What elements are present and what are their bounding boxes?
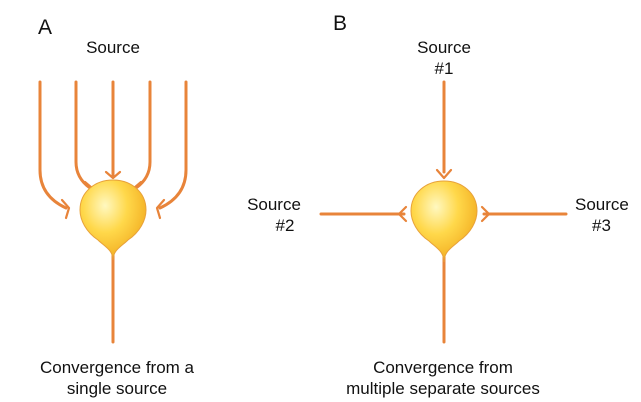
axon-inner-right — [134, 80, 152, 190]
terminal-source1 — [435, 168, 453, 180]
axon-inner-left — [74, 80, 92, 190]
panel-b-caption-line2: multiple separate sources — [346, 379, 540, 398]
panel-a-neuron-cell-body — [79, 179, 147, 261]
panel-b-neuron-cell-body — [410, 180, 478, 263]
panel-a-caption-line1: Convergence from a — [40, 358, 195, 377]
panel-b-letter: B — [333, 12, 347, 35]
terminal-source2 — [397, 205, 408, 223]
axon-outer-right — [158, 80, 188, 210]
panel-b-source2-line2: #2 — [276, 216, 295, 235]
axon-outer-left — [38, 80, 68, 210]
terminal-center — [104, 170, 122, 180]
terminal-outer-left — [60, 198, 71, 220]
panel-b: B Source #1 Source #2 Source #3 Converge… — [247, 12, 629, 398]
panel-b-source3-line1: Source — [575, 195, 629, 214]
panel-b-source3-line2: #3 — [592, 216, 611, 235]
panel-a-axons — [38, 80, 188, 210]
panel-a-letter: A — [38, 16, 52, 39]
panel-a: A Source Convergence from a single sourc… — [38, 16, 195, 398]
panel-b-source1-line2: #1 — [435, 59, 454, 78]
panel-a-caption-line2: single source — [67, 379, 167, 398]
panel-b-caption-line1: Convergence from — [373, 358, 513, 377]
panel-a-source-label: Source — [86, 38, 140, 57]
terminal-outer-right — [155, 198, 166, 220]
terminal-source3 — [480, 205, 491, 223]
panel-b-source1-line1: Source — [417, 38, 471, 57]
panel-b-source2-line1: Source — [247, 195, 301, 214]
